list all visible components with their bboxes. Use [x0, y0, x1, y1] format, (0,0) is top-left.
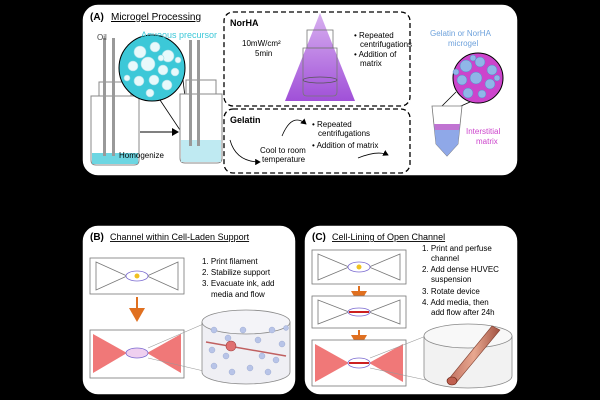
emulsion-vial [179, 40, 223, 164]
norha-title: NorHA [230, 18, 259, 28]
panel-c-device-1 [311, 249, 407, 285]
gelatin-cool-1: Cool to room [260, 146, 306, 155]
panel-c-label: (C) [312, 232, 326, 243]
oil-label: Oil [97, 33, 107, 42]
panel-b-step-3b: media and flow [211, 290, 265, 299]
aqueous-droplet-zoom: Aqueous precursor [118, 30, 217, 143]
panel-c-step-2b: suspension [431, 275, 471, 284]
gelatin-bullet-1: • Repeated [312, 120, 352, 129]
gelatin-cool-2: temperature [262, 155, 306, 164]
panel-c-step-1b: channel [431, 254, 459, 263]
gelatin-arrow-1 [229, 139, 261, 166]
panel-c: (C) Cell-Lining of Open Channel [303, 224, 519, 396]
filament-dot [134, 273, 140, 279]
b-zoom-line-2 [147, 357, 209, 373]
oil-vial-liquid [92, 153, 138, 164]
panel-c-step-1: 1. Print and perfuse [422, 244, 492, 253]
gelatin-frame [223, 108, 411, 174]
interstitial-label-2: matrix [476, 137, 498, 146]
b-channel-lumen [225, 340, 237, 352]
panel-c-step-4b: add flow after 24h [431, 308, 495, 317]
open-channel-cylinder [369, 323, 513, 389]
norha-bullet-1b: centrifugations [360, 40, 412, 49]
panel-b-device-1 [89, 257, 185, 295]
c-filament-dot [356, 264, 362, 270]
connector-arrows [176, 176, 424, 222]
microgel-label-2: microgel [448, 39, 478, 48]
aqueous-precursor-label: Aqueous precursor [141, 30, 217, 40]
panel-b-steps: 1. Print filament 2. Stabilize support 3… [202, 257, 275, 299]
emulsion-pipette-2 [197, 40, 200, 146]
panel-b-step-3: 3. Evacuate ink, add [202, 279, 275, 288]
gelatin-bullet-1b: centrifugations [318, 129, 370, 138]
panel-c-step-3: 3. Rotate device [422, 287, 480, 296]
pipette-right [112, 38, 115, 156]
norha-bullet-2: • Addition of [354, 50, 397, 59]
norha-box: NorHA 10mW/cm² 5min • Repeated centrifug… [223, 11, 412, 107]
pipette-left [103, 38, 106, 156]
gelatin-arrow-3 [357, 149, 389, 159]
cell-laden-cylinder [147, 309, 291, 385]
norha-bullet-2b: matrix [360, 59, 382, 68]
c-zoom-line-1 [369, 335, 427, 359]
homogenize-label: Homogenize [119, 151, 164, 160]
interstitial-label-1: Interstitial [466, 127, 500, 136]
panel-a-title: Microgel Processing [111, 12, 201, 23]
gelatin-box: Gelatin Cool to room temperature • Repea… [223, 108, 411, 174]
tube-matrix [434, 124, 460, 130]
emulsion-liquid [181, 140, 221, 162]
panel-c-step-4: 4. Add media, then [422, 298, 489, 307]
microgel-label-1: Gelatin or NorHA [430, 29, 492, 38]
microgel-zoom: Gelatin or NorHA microgel Interstitial m… [430, 29, 504, 157]
panel-b-title: Channel within Cell-Laden Support [110, 232, 250, 242]
norha-intensity: 10mW/cm² [242, 39, 281, 48]
panel-a-label: (A) [90, 12, 104, 23]
b-zoom-line-1 [147, 321, 209, 349]
uv-light-cone [285, 13, 355, 101]
panel-c-step-2: 2. Add dense HUVEC [422, 265, 499, 274]
panel-b-device-2 [89, 329, 185, 379]
tube-microgels [434, 124, 460, 156]
gelatin-title: Gelatin [230, 115, 261, 125]
panel-b-step-1: 1. Print filament [202, 257, 258, 266]
panel-a: (A) Microgel Processing Oil Homogenize [81, 3, 519, 177]
c-zoom-line-2 [369, 367, 427, 381]
panel-b-step-2: 2. Stabilize support [202, 268, 271, 277]
gelatin-bullet-2: • Addition of matrix [312, 141, 378, 150]
panel-c-device-3 [311, 339, 407, 387]
norha-duration: 5min [255, 49, 272, 58]
norha-vial-meniscus [302, 76, 338, 84]
panel-b-label: (B) [90, 232, 104, 243]
panel-b: (B) Channel within Cell-Laden Support 1.… [81, 224, 297, 396]
norha-vial [302, 47, 338, 97]
gelatin-arrow-2 [281, 118, 307, 137]
panel-c-title: Cell-Lining of Open Channel [332, 232, 445, 242]
microgel-zoom-line-1 [439, 91, 457, 109]
norha-bullet-1: • Repeated [354, 31, 394, 40]
c-channel-opening [446, 376, 458, 386]
panel-c-device-2 [311, 295, 407, 329]
panel-c-steps: 1. Print and perfuse channel 2. Add dens… [422, 244, 499, 317]
emulsion-pipette-1 [189, 40, 192, 146]
b-channel-line [205, 341, 287, 357]
